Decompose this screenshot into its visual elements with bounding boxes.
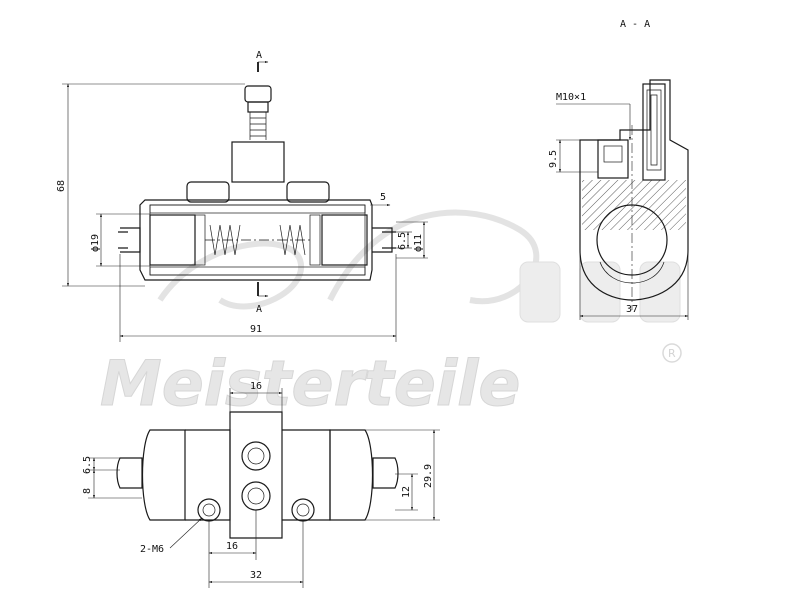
label-9-5: 9.5 [548, 150, 559, 168]
body-right-mid [282, 429, 331, 521]
label-29-9: 29.9 [423, 464, 434, 488]
body-left-mid [185, 429, 231, 521]
section-outline [579, 79, 689, 301]
rod-left [116, 457, 143, 489]
watermark-block-2 [579, 261, 621, 323]
bleeder-bore [642, 83, 666, 181]
label-6-5-bottom: 6.5 [82, 456, 93, 474]
label-thread: M10×1 [556, 92, 586, 103]
bleeder-cap [244, 85, 272, 103]
bolt-hole-left [197, 498, 221, 522]
section-marker-top: A [256, 50, 262, 61]
push-rod-left [118, 227, 141, 253]
bore-bottom-hatch [599, 261, 665, 284]
label-6-5-front: 6.5 [397, 232, 408, 250]
watermark-swirl-1 [157, 240, 305, 310]
body-center [229, 411, 283, 539]
seal-right [309, 214, 321, 266]
watermark-block-3 [639, 261, 681, 323]
cylinder-body [139, 199, 373, 281]
bleeder-boss [231, 141, 285, 183]
watermark-brand: Meisterteile [100, 347, 520, 420]
upper-ear-left [186, 181, 230, 203]
label-37: 37 [626, 304, 638, 315]
piston-left [149, 214, 196, 266]
label-d19: ϕ19 [90, 234, 101, 252]
wall-top [149, 204, 366, 214]
spring-right [279, 224, 306, 256]
label-91: 91 [250, 324, 262, 335]
section-marker-bottom: A [256, 304, 262, 315]
body-right-end [329, 429, 374, 521]
watermark-registered: R [668, 347, 676, 360]
label-68: 68 [56, 180, 67, 192]
watermark-block-1 [519, 261, 561, 323]
watermark-swirl-2 [327, 209, 540, 305]
body-left-end [141, 429, 186, 521]
bolt-hole-right [291, 498, 315, 522]
label-12: 12 [401, 486, 412, 498]
label-2-m6: 2-M6 [140, 544, 164, 555]
bleeder-port [241, 481, 271, 511]
leader-2-m6 [169, 517, 203, 549]
push-rod-right [372, 227, 396, 253]
piston-right [321, 214, 368, 266]
section-view: M10×1 9.5 37 [548, 79, 689, 320]
port-hex [241, 441, 271, 471]
bleeder-screw [646, 89, 662, 171]
label-5: 5 [380, 192, 386, 203]
rod-right [372, 457, 399, 489]
spring-left [209, 224, 241, 256]
label-16-bottom: 16 [226, 541, 238, 552]
bleeder-thread [249, 112, 267, 140]
label-d11: ϕ11 [413, 234, 424, 252]
bottom-view: 16 6.5 8 29.9 12 2-M6 16 32 [82, 381, 440, 588]
front-view: A A 68 [56, 50, 428, 342]
watermark: Meisterteile R [100, 209, 682, 421]
port-counterbore [597, 139, 629, 179]
section-title: A - A [620, 19, 650, 30]
upper-ear-right [286, 181, 330, 203]
registered-circle [662, 343, 682, 363]
wall-bottom [149, 266, 366, 276]
port-inner [603, 145, 623, 163]
label-8: 8 [82, 488, 93, 494]
label-16-top: 16 [250, 381, 262, 392]
bleeder-neck [247, 101, 269, 113]
label-32: 32 [250, 570, 262, 581]
